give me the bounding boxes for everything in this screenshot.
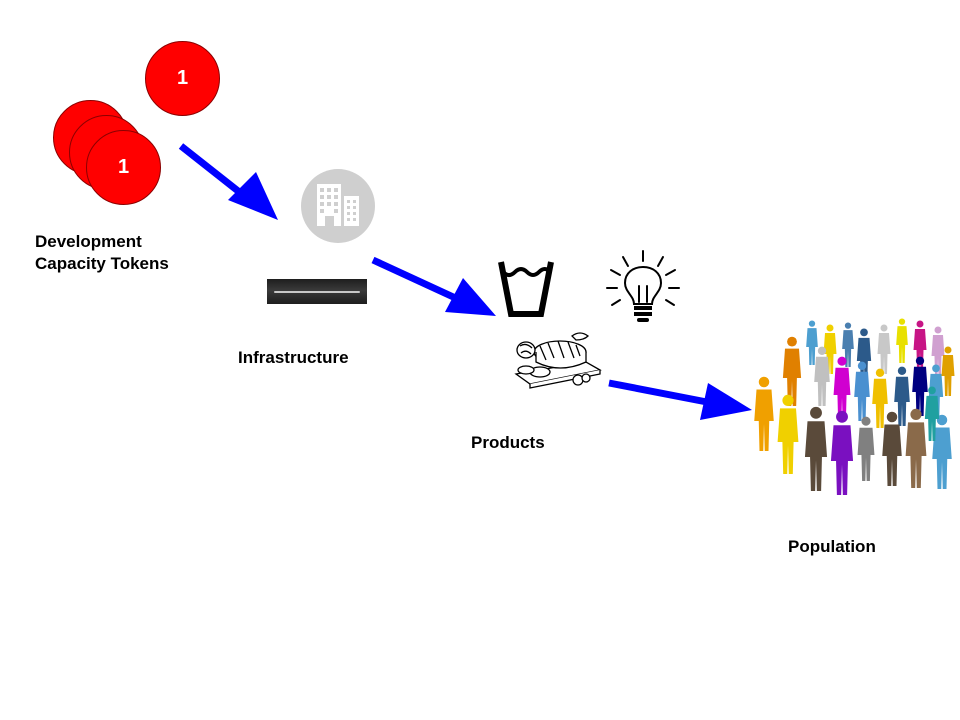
tokens-label: Development Capacity Tokens	[35, 231, 169, 275]
tokens-label-line2: Capacity Tokens	[35, 254, 169, 273]
lightbulb-icon	[606, 250, 680, 322]
arrow-tokens-to-infrastructure	[178, 143, 278, 220]
road-center-line	[274, 290, 360, 293]
food-icon	[514, 332, 602, 389]
population-label: Population	[788, 537, 876, 556]
building-icon	[301, 169, 375, 243]
tokens-label-line1: Development	[35, 232, 142, 251]
infrastructure-label: Infrastructure	[238, 348, 349, 367]
token-stack-front: 1	[86, 130, 161, 205]
water-glass-icon	[498, 261, 554, 317]
people-crowd-icon	[754, 318, 955, 495]
road-icon	[267, 279, 367, 304]
arrow-infrastructure-to-products	[371, 256, 496, 316]
token-top: 1	[145, 41, 220, 116]
arrow-products-to-population	[608, 379, 752, 420]
products-label: Products	[471, 433, 545, 452]
